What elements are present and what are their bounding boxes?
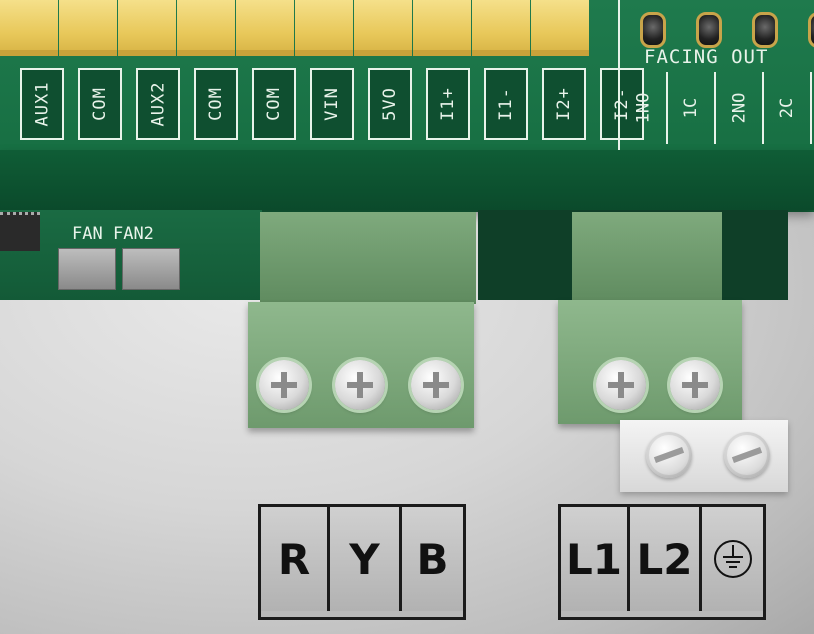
label-r: R bbox=[261, 507, 330, 611]
relay-hole bbox=[752, 12, 778, 48]
pin-label-i2-plus: I2+ bbox=[542, 68, 586, 140]
terminal-cell bbox=[531, 0, 589, 56]
relay-label-1c: 1C bbox=[668, 72, 716, 144]
ryb-label-strip: R Y B bbox=[258, 504, 466, 620]
terminal-cell bbox=[472, 0, 530, 56]
relay-holes bbox=[640, 12, 814, 48]
label-b: B bbox=[402, 507, 463, 611]
top-terminal-strip bbox=[0, 0, 604, 56]
chip bbox=[0, 212, 40, 251]
relay-output-section: FACING OUT 1NO 1C 2NO 2C bbox=[618, 0, 814, 150]
fan1-label: FAN bbox=[72, 224, 103, 244]
screw-l2 bbox=[670, 360, 720, 410]
pin-label-i1-plus: I1+ bbox=[426, 68, 470, 140]
l1l2-label-strip: L1 L2 bbox=[558, 504, 766, 620]
terminal-cell bbox=[118, 0, 176, 56]
terminal-cell bbox=[295, 0, 353, 56]
terminal-cell bbox=[0, 0, 58, 56]
terminal-cell bbox=[236, 0, 294, 56]
pin-label-i1-minus: I1- bbox=[484, 68, 528, 140]
fan1-header bbox=[58, 248, 116, 290]
earth-screw-1 bbox=[646, 432, 692, 478]
earth-ground-icon-svg bbox=[713, 540, 752, 578]
l1l2-block-top bbox=[572, 212, 722, 304]
terminal-cell bbox=[413, 0, 471, 56]
l1l2-terminal-block bbox=[558, 300, 742, 424]
pin-label-vin: VIN bbox=[310, 68, 354, 140]
fan2-label: FAN2 bbox=[112, 224, 154, 244]
terminal-cell bbox=[177, 0, 235, 56]
label-l1: L1 bbox=[561, 507, 630, 611]
ryb-block-top bbox=[260, 212, 476, 304]
relay-label-row: 1NO 1C 2NO 2C bbox=[620, 72, 812, 144]
earth-terminal-block bbox=[620, 420, 788, 492]
relay-label-2no: 2NO bbox=[716, 72, 764, 144]
screw-r bbox=[259, 360, 309, 410]
fan-labels: FAN FAN2 bbox=[72, 224, 154, 244]
relay-label-1no: 1NO bbox=[620, 72, 668, 144]
pcb-edge bbox=[0, 150, 814, 210]
pin-label-aux2: AUX2 bbox=[136, 68, 180, 140]
relay-hole bbox=[696, 12, 722, 48]
relay-hole bbox=[808, 12, 814, 48]
pin-label-aux1: AUX1 bbox=[20, 68, 64, 140]
terminal-cell bbox=[59, 0, 117, 56]
relay-label-2c: 2C bbox=[764, 72, 812, 144]
earth-ground-icon bbox=[702, 507, 763, 611]
terminal-cell bbox=[354, 0, 412, 56]
pin-label-com-3: COM bbox=[252, 68, 296, 140]
label-y: Y bbox=[330, 507, 402, 611]
screw-y bbox=[335, 360, 385, 410]
facing-out-text: FACING OUT bbox=[644, 46, 769, 68]
pin-label-com-1: COM bbox=[78, 68, 122, 140]
earth-screw-2 bbox=[724, 432, 770, 478]
pin-label-i2-minus: I2- bbox=[600, 68, 644, 140]
fan2-header bbox=[122, 248, 180, 290]
label-l2: L2 bbox=[630, 507, 702, 611]
relay-hole bbox=[640, 12, 666, 48]
pin-label-com-2: COM bbox=[194, 68, 238, 140]
pin-label-5vo: 5VO bbox=[368, 68, 412, 140]
screw-l1 bbox=[596, 360, 646, 410]
screw-b bbox=[411, 360, 461, 410]
pin-label-row: AUX1 COM AUX2 COM COM VIN 5VO I1+ I1- I2… bbox=[20, 68, 658, 140]
